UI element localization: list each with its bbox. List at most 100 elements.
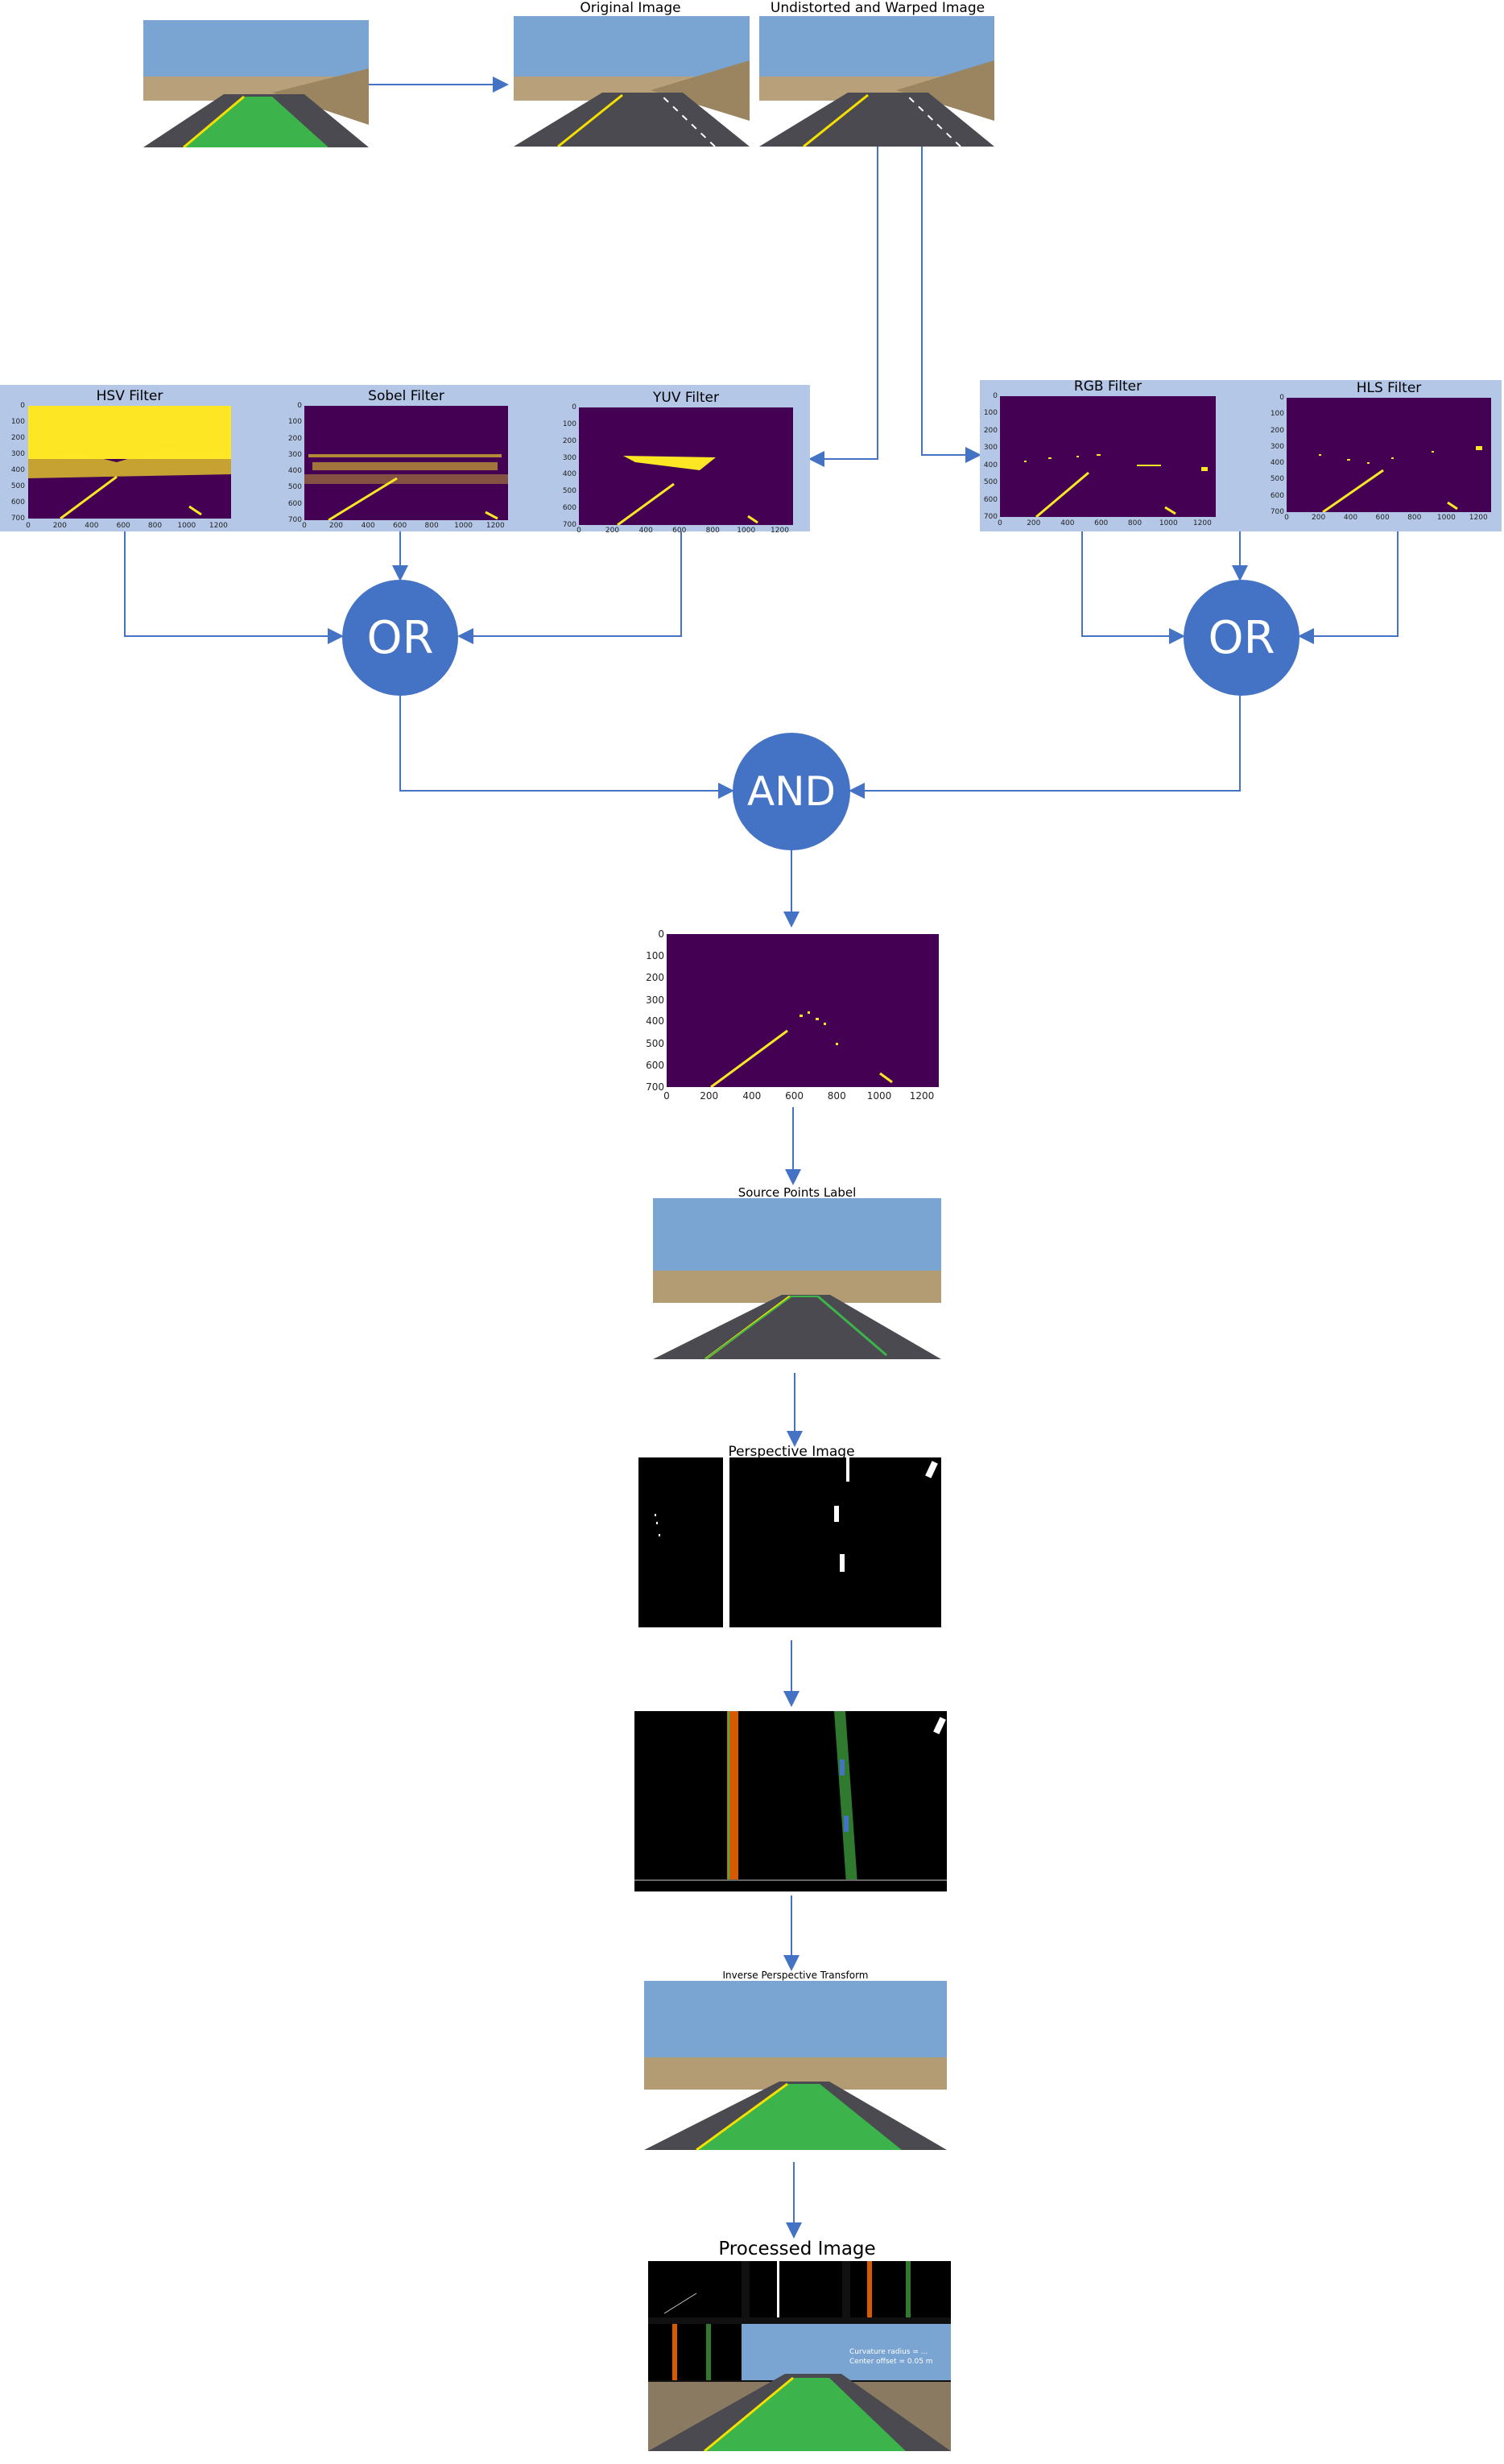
hls-y-axis: 0 100 200 300 400 500 600 700 bbox=[1264, 394, 1284, 516]
hsv-x-tick: 1200 bbox=[209, 522, 228, 530]
sobel-x-tick: 400 bbox=[361, 522, 375, 530]
combined-x-tick: 0 bbox=[663, 1090, 670, 1102]
or-node-right: OR bbox=[1184, 580, 1299, 696]
combined-x-tick: 400 bbox=[742, 1090, 762, 1102]
combined-x-axis: 0 200 400 600 800 1000 1200 bbox=[663, 1090, 939, 1103]
perspective-image bbox=[638, 1457, 941, 1627]
yuv-y-tick: 700 bbox=[562, 521, 576, 529]
sobel-y-tick: 200 bbox=[287, 434, 302, 443]
yuv-y-axis: 0 100 200 300 400 500 600 700 bbox=[551, 403, 576, 529]
sobel-x-axis: 0 200 400 600 800 1000 1200 bbox=[302, 522, 508, 531]
hsv-x-axis: 0 200 400 600 800 1000 1200 bbox=[26, 522, 231, 531]
hls-x-tick: 1000 bbox=[1436, 514, 1456, 522]
hls-y-tick: 0 bbox=[1279, 394, 1284, 402]
sobel-y-tick: 600 bbox=[287, 499, 302, 508]
yuv-y-tick: 200 bbox=[562, 436, 576, 445]
yuv-filter-image bbox=[579, 407, 793, 525]
hls-y-tick: 400 bbox=[1270, 459, 1284, 468]
combined-x-tick: 600 bbox=[785, 1090, 804, 1102]
rgb-y-tick: 300 bbox=[983, 444, 998, 453]
sobel-y-tick: 300 bbox=[287, 450, 302, 459]
sobel-y-tick: 700 bbox=[287, 516, 302, 524]
or-node-left: OR bbox=[342, 580, 458, 696]
processed-image-title: Processed Image bbox=[718, 2239, 876, 2259]
sobel-x-tick: 200 bbox=[328, 522, 344, 530]
hsv-x-tick: 400 bbox=[85, 522, 99, 530]
sobel-y-tick: 400 bbox=[287, 467, 302, 476]
hsv-y-tick: 0 bbox=[20, 402, 25, 410]
rgb-y-tick: 700 bbox=[983, 513, 998, 521]
input-image-lane-overlay bbox=[143, 20, 369, 147]
combined-x-tick: 1200 bbox=[909, 1090, 935, 1102]
yuv-y-tick: 400 bbox=[562, 470, 576, 479]
inverse-transform-title: Inverse Perspective Transform bbox=[722, 1970, 869, 1981]
rgb-filter-title: RGB Filter bbox=[1073, 378, 1142, 395]
yuv-x-tick: 1000 bbox=[737, 527, 756, 535]
undistorted-image-title: Undistorted and Warped Image bbox=[770, 0, 985, 16]
sobel-y-tick: 100 bbox=[287, 418, 302, 427]
rgb-y-axis: 0 100 200 300 400 500 600 700 bbox=[976, 392, 998, 521]
inverse-transform-image bbox=[644, 1981, 947, 2150]
combined-y-tick: 300 bbox=[646, 994, 664, 1006]
yuv-y-tick: 100 bbox=[562, 420, 576, 428]
yuv-x-tick: 200 bbox=[605, 527, 620, 535]
undistorted-image bbox=[759, 16, 994, 147]
sobel-x-tick: 800 bbox=[424, 522, 439, 530]
yuv-x-tick: 1200 bbox=[771, 527, 789, 535]
hls-y-tick: 500 bbox=[1270, 475, 1284, 484]
hsv-y-tick: 400 bbox=[10, 465, 25, 474]
rgb-filter-image bbox=[1000, 396, 1216, 517]
rgb-y-tick: 200 bbox=[983, 426, 998, 435]
hls-y-tick: 300 bbox=[1270, 442, 1284, 451]
combined-y-axis: 0 100 200 300 400 500 600 700 bbox=[638, 928, 664, 1093]
sobel-y-tick: 0 bbox=[297, 402, 302, 410]
hls-x-tick: 400 bbox=[1343, 514, 1358, 522]
sobel-y-axis: 0 100 200 300 400 500 600 700 bbox=[278, 402, 302, 524]
perspective-image-title: Perspective Image bbox=[728, 1444, 855, 1460]
original-image-title: Original Image bbox=[580, 0, 681, 16]
combined-y-tick: 700 bbox=[646, 1081, 664, 1093]
rgb-x-axis: 0 200 400 600 800 1000 1200 bbox=[998, 519, 1216, 529]
combined-x-tick: 200 bbox=[700, 1090, 719, 1102]
rgb-x-tick: 1000 bbox=[1159, 519, 1178, 527]
yuv-x-tick: 400 bbox=[638, 527, 653, 535]
yuv-y-tick: 0 bbox=[572, 403, 576, 411]
yuv-y-tick: 600 bbox=[562, 504, 576, 513]
hsv-y-tick: 600 bbox=[10, 498, 25, 506]
hsv-filter-title: HSV Filter bbox=[96, 388, 163, 404]
combined-x-tick: 800 bbox=[827, 1090, 846, 1102]
sobel-x-tick: 600 bbox=[393, 522, 407, 530]
hsv-y-tick: 700 bbox=[10, 515, 25, 523]
yuv-x-tick: 600 bbox=[672, 527, 687, 535]
sobel-filter-title: Sobel Filter bbox=[368, 388, 444, 404]
combined-y-tick: 400 bbox=[646, 1015, 664, 1027]
sliding-window-image bbox=[634, 1711, 947, 1891]
sobel-y-tick: 500 bbox=[287, 483, 302, 492]
hsv-x-tick: 800 bbox=[147, 522, 163, 530]
combined-y-tick: 0 bbox=[658, 928, 664, 940]
combined-y-tick: 500 bbox=[646, 1037, 664, 1049]
sobel-x-tick: 0 bbox=[302, 522, 307, 530]
combined-binary-image bbox=[667, 934, 939, 1087]
rgb-x-tick: 200 bbox=[1027, 519, 1041, 527]
rgb-y-tick: 100 bbox=[983, 409, 998, 418]
hls-x-tick: 200 bbox=[1312, 514, 1326, 522]
hsv-x-tick: 0 bbox=[26, 522, 31, 530]
source-points-image bbox=[653, 1198, 941, 1359]
combined-x-tick: 1000 bbox=[866, 1090, 892, 1102]
rgb-x-tick: 800 bbox=[1127, 519, 1142, 527]
yuv-x-axis: 0 200 400 600 800 1000 1200 bbox=[576, 527, 793, 536]
hsv-x-tick: 1000 bbox=[177, 522, 196, 530]
hsv-y-tick: 100 bbox=[10, 418, 25, 427]
processed-image: Curvature radius = ... Center offset = 0… bbox=[648, 2261, 951, 2451]
hsv-x-tick: 200 bbox=[52, 522, 67, 530]
hls-y-tick: 100 bbox=[1270, 410, 1284, 419]
hls-filter-image bbox=[1287, 398, 1491, 512]
hls-y-tick: 200 bbox=[1270, 426, 1284, 435]
combined-y-tick: 600 bbox=[646, 1059, 664, 1071]
yuv-y-tick: 500 bbox=[562, 487, 576, 496]
hls-x-tick: 1200 bbox=[1469, 514, 1488, 522]
hls-filter-title: HLS Filter bbox=[1356, 380, 1422, 396]
hsv-y-tick: 500 bbox=[10, 482, 25, 490]
